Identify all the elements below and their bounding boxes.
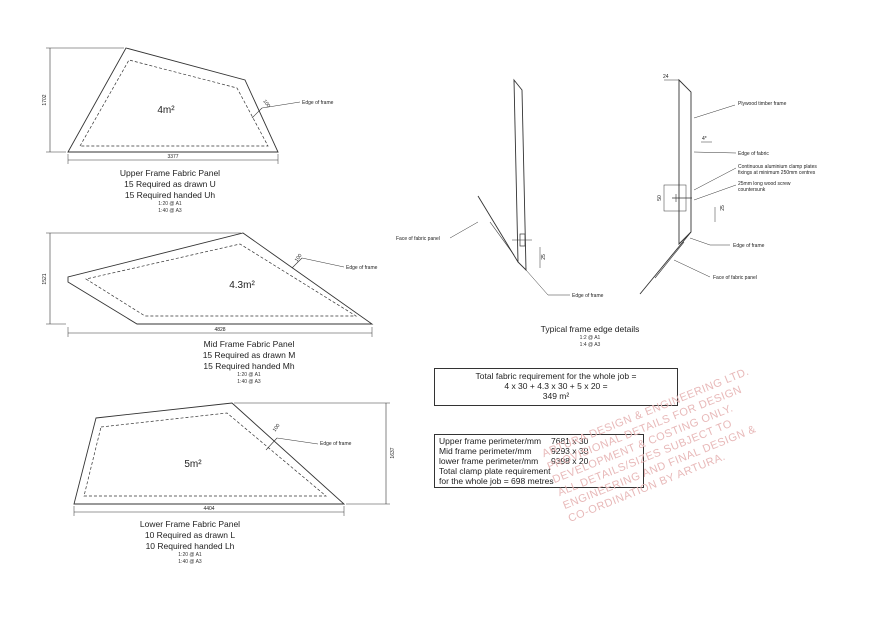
mid-panel-qty-drawn: 15 Required as drawn M xyxy=(202,350,296,360)
lower-panel-scale-a1: 1:20 @ A1 xyxy=(178,552,202,558)
lower-panel-qty-handed: 10 Required handed Lh xyxy=(145,541,235,551)
upper-panel-area: 4m² xyxy=(157,105,175,116)
lower-panel-width-dim: 4404 xyxy=(203,506,214,512)
fabric-requirement-box: Total fabric requirement for the whole j… xyxy=(434,368,678,406)
screw-label-1: 25mm long wood screw xyxy=(738,181,791,187)
lower-panel-inner-line xyxy=(83,412,327,497)
lower-panel-outline xyxy=(73,402,346,505)
fabric-edge-label: Edge of fabric xyxy=(738,151,769,157)
mid-panel-width-dim: 4828 xyxy=(214,327,225,333)
frame-section-right xyxy=(678,78,692,246)
details-caption: Typical frame edge details 1:2 @ A1 1:4 … xyxy=(520,324,660,348)
details-scale-a1: 1:2 @ A1 xyxy=(579,335,601,341)
mid-perimeter-label: Mid frame perimeter/mm xyxy=(439,446,532,456)
right-detail-dim-4: 4* xyxy=(702,136,707,142)
left-detail-dim-25: 25 xyxy=(541,254,547,260)
fabric-line-2: 4 x 30 + 4.3 x 30 + 5 x 20 = xyxy=(504,381,608,391)
mid-perimeter-value: 9293 x 30 xyxy=(551,446,589,456)
upper-panel-width-dim: 3377 xyxy=(167,154,178,160)
upper-panel-edge-label: Edge of frame xyxy=(302,100,334,106)
clamp-plate-label-1: Continuous aluminium clamp plates xyxy=(738,164,817,170)
left-detail-edge-label: Edge of frame xyxy=(572,293,604,299)
mid-panel-scale-a1: 1:20 @ A1 xyxy=(237,372,261,378)
mid-panel-edge-label: Edge of frame xyxy=(346,265,378,271)
upper-panel-inner-line xyxy=(79,59,269,147)
perimeter-box: Upper frame perimeter/mm 7681 x 30 Mid fr… xyxy=(434,434,644,488)
clamp-plate-label-2: fixings at minimum 250mm centres xyxy=(738,170,816,176)
mid-panel-outline xyxy=(67,232,374,325)
mid-panel-scale-a3: 1:40 @ A3 xyxy=(237,378,261,385)
lower-panel-caption: Lower Frame Fabric Panel 10 Required as … xyxy=(100,519,280,565)
right-detail-dim-50: 50 xyxy=(657,195,663,201)
upper-perimeter-row: Upper frame perimeter/mm 7681 x 30 xyxy=(439,436,643,446)
upper-panel-outline xyxy=(67,47,279,153)
mid-panel-inner-line xyxy=(85,243,358,317)
fabric-total: 349 m² xyxy=(542,391,570,401)
mid-panel-title: Mid Frame Fabric Panel xyxy=(203,339,295,349)
mid-panel-offset-dim: 100 xyxy=(294,253,304,263)
lower-panel-title: Lower Frame Fabric Panel xyxy=(139,519,241,529)
mid-panel-area: 4.3m² xyxy=(229,280,255,291)
upper-panel-title: Upper Frame Fabric Panel xyxy=(119,168,221,178)
lower-panel-qty-drawn: 10 Required as drawn L xyxy=(144,530,236,540)
details-scale-a3: 1:4 @ A3 xyxy=(579,341,601,348)
edge-detail-left xyxy=(449,78,570,296)
upper-panel-drawing xyxy=(46,47,301,164)
right-detail-dim-25: 25 xyxy=(720,205,726,211)
lower-panel-scale-a3: 1:40 @ A3 xyxy=(178,558,202,565)
lower-panel-drawing xyxy=(73,402,390,516)
lower-panel-edge-label: Edge of frame xyxy=(320,441,352,447)
mid-panel-drawing xyxy=(46,232,374,337)
edge-detail-right xyxy=(639,78,737,295)
right-detail-dim-24: 24 xyxy=(663,74,669,80)
lower-perimeter-label: lower frame perimeter/mm xyxy=(439,456,539,466)
lower-panel-height-dim: 1637 xyxy=(390,447,396,458)
mid-panel-caption: Mid Frame Fabric Panel 15 Required as dr… xyxy=(159,339,339,385)
left-detail-face-label: Face of fabric panel xyxy=(396,236,440,242)
upper-perimeter-value: 7681 x 30 xyxy=(551,436,589,446)
lower-panel-offset-dim: 100 xyxy=(272,423,282,433)
upper-panel-qty-handed: 15 Required handed Uh xyxy=(124,190,216,200)
mid-panel-height-dim: 1521 xyxy=(42,273,48,284)
upper-panel-offset-dim: 100 xyxy=(261,99,271,109)
screw-label-2: countersunk xyxy=(738,187,766,193)
fabric-line-1: Total fabric requirement for the whole j… xyxy=(475,371,637,381)
right-detail-edge-label: Edge of frame xyxy=(733,243,765,249)
upper-panel-scale-a1: 1:20 @ A1 xyxy=(158,201,182,207)
lower-panel-area: 5m² xyxy=(184,459,202,470)
mid-panel-qty-handed: 15 Required handed Mh xyxy=(203,361,295,371)
upper-perimeter-label: Upper frame perimeter/mm xyxy=(439,436,542,446)
lower-perimeter-row: lower frame perimeter/mm 9398 x 20 xyxy=(439,456,643,466)
upper-panel-qty-drawn: 15 Required as drawn U xyxy=(124,179,216,189)
lower-perimeter-value: 9398 x 20 xyxy=(551,456,589,466)
mid-perimeter-row: Mid frame perimeter/mm 9293 x 30 xyxy=(439,446,643,456)
upper-panel-caption: Upper Frame Fabric Panel 15 Required as … xyxy=(80,168,260,214)
details-title: Typical frame edge details xyxy=(540,324,640,334)
plywood-frame-label: Plywood timber frame xyxy=(738,101,787,107)
clamp-total-line-2: for the whole job = 698 metres xyxy=(439,476,554,486)
clamp-total-line-1: Total clamp plate requirement xyxy=(439,466,551,476)
right-detail-face-label: Face of fabric panel xyxy=(713,275,757,281)
upper-panel-scale-a3: 1:40 @ A3 xyxy=(158,207,182,214)
upper-panel-height-dim: 1702 xyxy=(42,94,48,105)
